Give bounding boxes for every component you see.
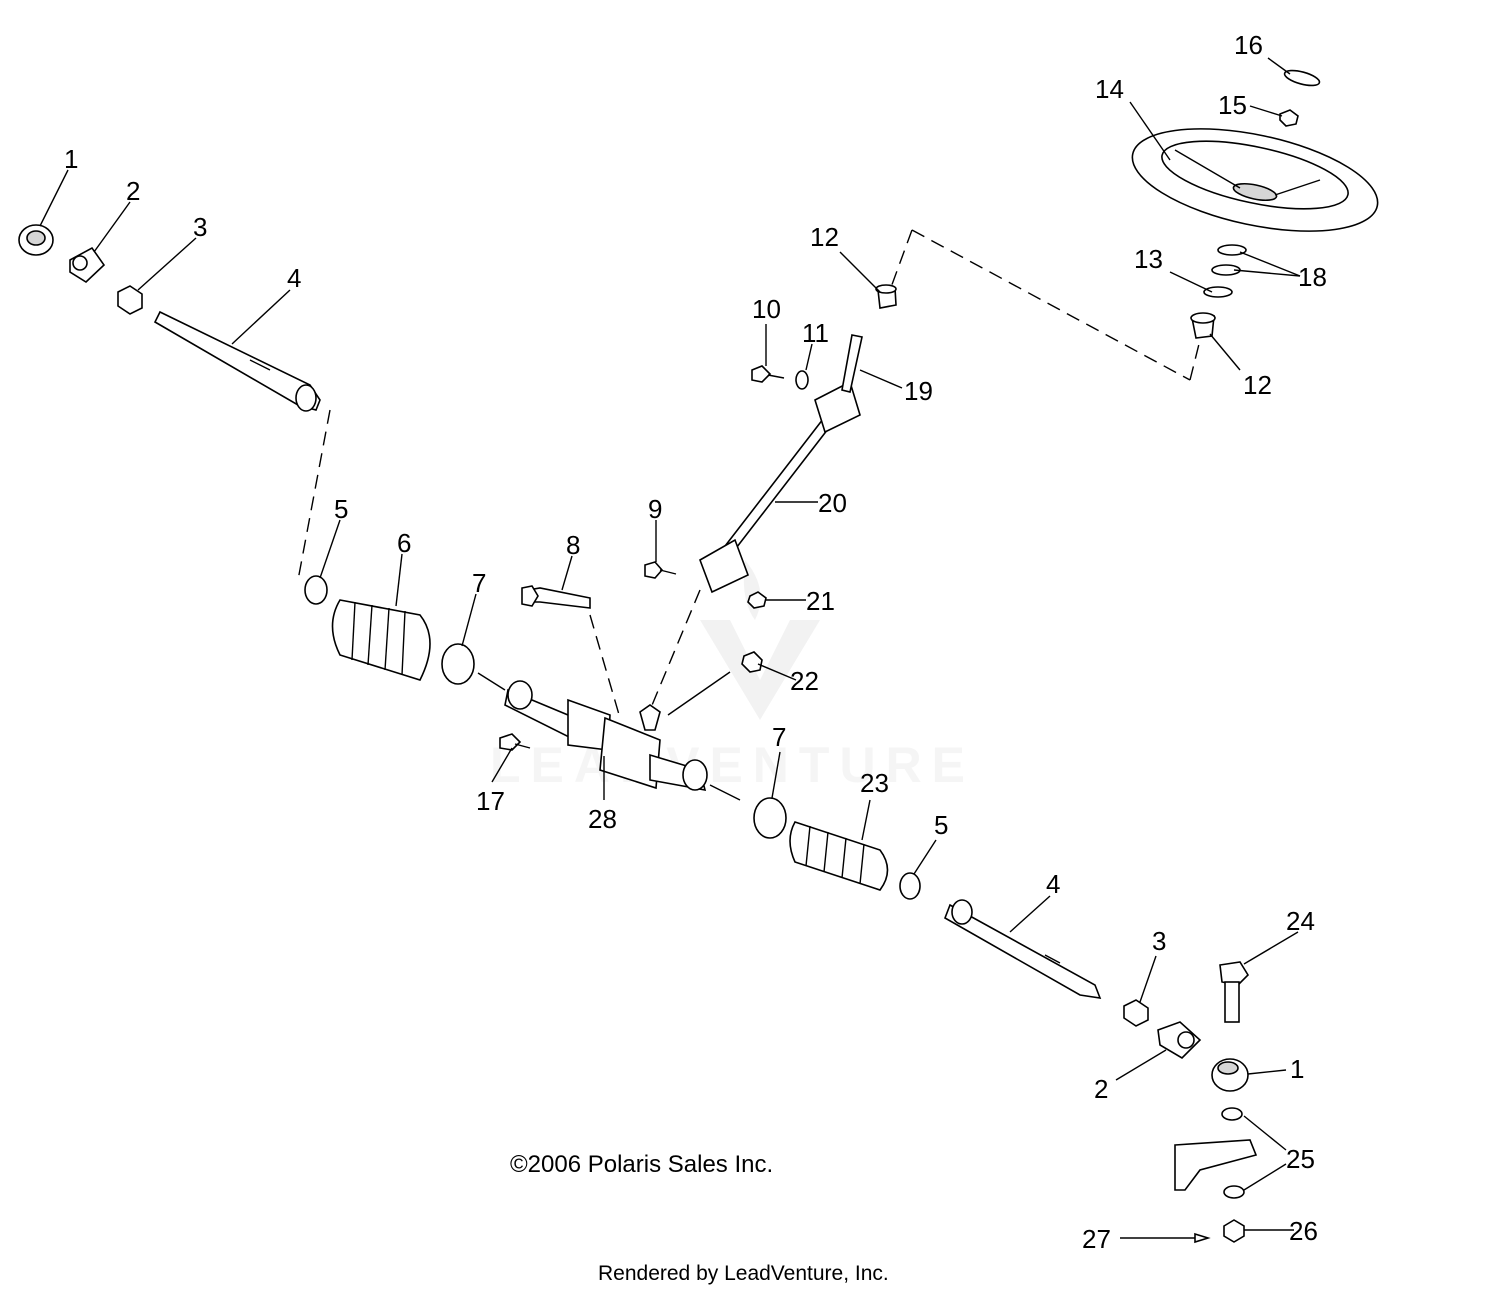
assembly-dashed-lines bbox=[297, 229, 1201, 801]
part-25-washer-upper bbox=[1221, 1107, 1243, 1121]
part-2-tierod-end-left bbox=[69, 246, 106, 284]
part-24-bolt bbox=[1219, 961, 1250, 1023]
callout-3b: 3 bbox=[1152, 926, 1166, 956]
part-1-balljoint-left bbox=[18, 224, 54, 256]
callout-23: 23 bbox=[860, 768, 889, 798]
callout-22: 22 bbox=[790, 666, 819, 696]
callout-15: 15 bbox=[1218, 90, 1247, 120]
part-15-nut bbox=[1279, 109, 1299, 127]
callout-16: 16 bbox=[1234, 30, 1263, 60]
callout-12b: 12 bbox=[1243, 370, 1272, 400]
part-14-steering-wheel bbox=[1131, 128, 1379, 232]
part-20-steering-shaft bbox=[699, 334, 863, 594]
rendered-by-credit: Rendered by LeadVenture, Inc. bbox=[598, 1262, 889, 1285]
callout-10: 10 bbox=[752, 294, 781, 324]
callout-24: 24 bbox=[1286, 906, 1315, 936]
callout-18: 18 bbox=[1298, 262, 1327, 292]
part-7-clamp-right bbox=[753, 797, 787, 839]
spindle-bracket bbox=[1174, 1139, 1258, 1191]
part-25-washer-lower bbox=[1223, 1185, 1245, 1199]
callout-5b: 5 bbox=[934, 810, 948, 840]
copyright-notice: ©2006 Polaris Sales Inc. bbox=[510, 1151, 773, 1178]
part-12-bushing-upper bbox=[875, 284, 897, 309]
part-17-bolt bbox=[499, 733, 531, 751]
callout-labels: 1 2 3 4 5 6 7 8 9 10 11 12 12 13 14 15 1… bbox=[64, 30, 1327, 1254]
callout-13: 13 bbox=[1134, 244, 1163, 274]
part-23-rack-boot bbox=[789, 821, 889, 891]
callout-26: 26 bbox=[1289, 1216, 1318, 1246]
callout-12: 12 bbox=[810, 222, 839, 252]
part-1-balljoint-right bbox=[1211, 1058, 1249, 1092]
part-22-nut bbox=[741, 651, 763, 673]
callout-14: 14 bbox=[1095, 74, 1124, 104]
callout-27: 27 bbox=[1082, 1224, 1111, 1254]
callout-9: 9 bbox=[648, 494, 662, 524]
callout-4: 4 bbox=[287, 263, 301, 293]
part-3-jam-nut-left bbox=[117, 285, 143, 315]
part-2-tierod-end-right bbox=[1157, 1021, 1202, 1060]
callout-2b: 2 bbox=[1094, 1074, 1108, 1104]
callout-5: 5 bbox=[334, 494, 348, 524]
callout-6: 6 bbox=[397, 528, 411, 558]
callout-8: 8 bbox=[566, 530, 580, 560]
part-21-nut bbox=[747, 591, 767, 609]
part-4-tierod-right bbox=[944, 899, 1102, 999]
part-4-tierod-left bbox=[153, 310, 321, 412]
callout-4b: 4 bbox=[1046, 869, 1060, 899]
part-26-nut bbox=[1223, 1219, 1245, 1243]
part-5-clamp-left bbox=[304, 575, 328, 605]
part-27-cotter-pin bbox=[1170, 1232, 1211, 1244]
callout-1b: 1 bbox=[1290, 1054, 1304, 1084]
leadventure-watermark-logo: LEADVENTURE bbox=[490, 560, 975, 793]
callout-20: 20 bbox=[818, 488, 847, 518]
part-13-washer bbox=[1203, 286, 1233, 298]
part-10-bolt bbox=[751, 365, 785, 383]
part-5-clamp-right bbox=[899, 872, 921, 900]
callout-21: 21 bbox=[806, 586, 835, 616]
callout-1: 1 bbox=[64, 144, 78, 174]
part-16-cap bbox=[1283, 69, 1321, 87]
part-11-washer bbox=[795, 370, 809, 390]
callout-3: 3 bbox=[193, 212, 207, 242]
callout-7: 7 bbox=[472, 568, 486, 598]
callout-17: 17 bbox=[476, 786, 505, 816]
callout-2: 2 bbox=[126, 176, 140, 206]
part-6-rack-boot bbox=[331, 599, 431, 681]
callout-11: 11 bbox=[802, 318, 829, 348]
part-3-jam-nut-right bbox=[1123, 999, 1149, 1027]
callout-19: 19 bbox=[904, 376, 933, 406]
part-7-clamp-left bbox=[441, 643, 475, 685]
part-12-bushing-lower bbox=[1190, 312, 1216, 339]
callout-28: 28 bbox=[588, 804, 617, 834]
callout-25: 25 bbox=[1286, 1144, 1315, 1174]
part-9-bolt bbox=[644, 561, 677, 579]
leader-lines bbox=[39, 57, 1301, 1239]
part-8-bolt bbox=[521, 585, 591, 609]
callout-7b: 7 bbox=[772, 722, 786, 752]
part-18-washers bbox=[1211, 244, 1247, 276]
part-28-steering-rack bbox=[504, 680, 708, 792]
watermark-text: LEADVENTURE bbox=[490, 737, 975, 793]
